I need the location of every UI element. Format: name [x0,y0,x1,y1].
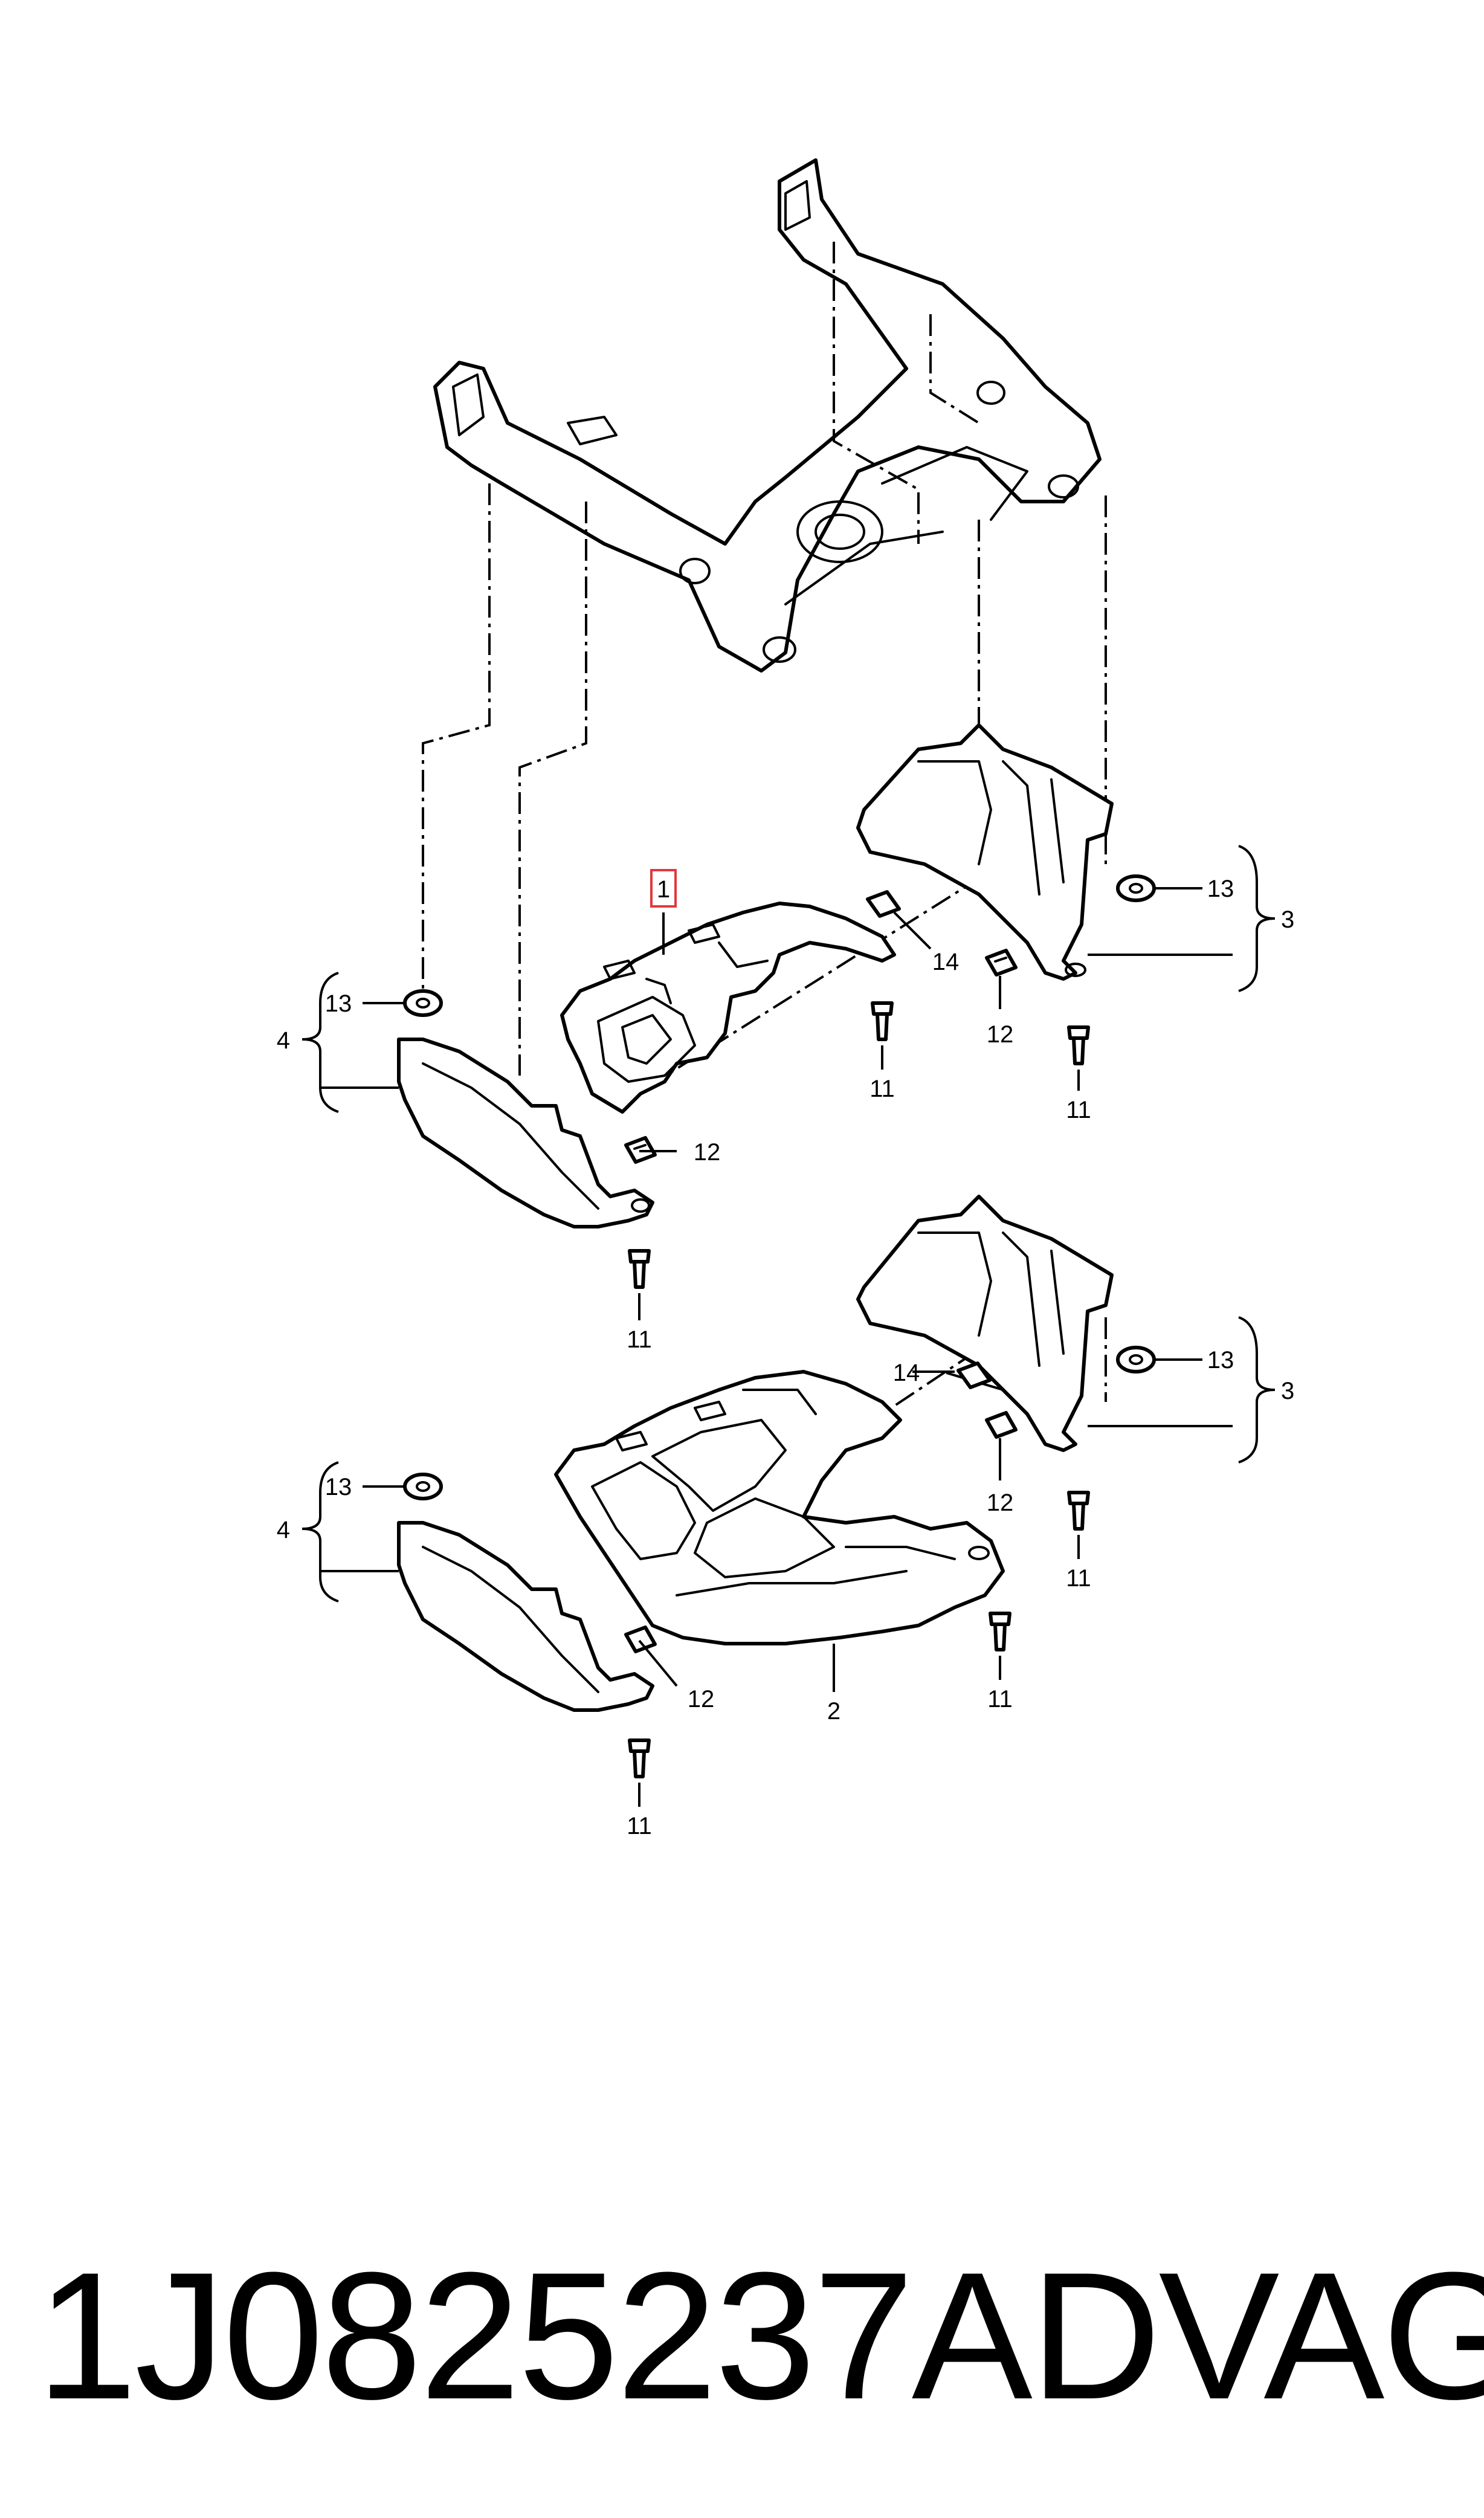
part-4-upper-side-deflector [397,1038,654,1228]
callout-3: 3 [1281,1378,1294,1404]
callout-11: 11 [627,1813,652,1839]
callout-1: 1 [657,876,670,903]
callout-14: 14 [893,1360,920,1386]
nut-14-icon [866,890,901,918]
bolt-11-icon [628,1249,651,1289]
callout-13: 13 [1207,876,1234,902]
callout-11: 11 [627,1326,652,1353]
callout-2: 2 [827,1698,840,1725]
bolt-11-icon [871,1001,894,1041]
part-4-lower-side-deflector [397,1521,654,1712]
callout-11: 11 [869,1076,895,1102]
clip-12-icon [985,949,1018,977]
nut-14-icon [957,1361,992,1389]
callout-12: 12 [987,1021,1014,1048]
callout-4: 4 [277,1027,290,1054]
callout-13: 13 [1207,1347,1234,1374]
clip-12-icon [985,1411,1018,1439]
callout-11: 11 [1066,1097,1091,1123]
callout-4: 4 [277,1517,290,1543]
part-code: 1J0825237AD [36,2234,1161,2437]
callout-12: 12 [987,1490,1014,1516]
brand-name: VAG [1158,2234,1484,2437]
callout-11: 11 [1066,1565,1091,1592]
callout-12: 12 [694,1139,721,1166]
part-2-lower-full-cover [554,1370,1005,1645]
bolt-11-icon [628,1738,651,1778]
fasteners-lower [403,1346,1156,1778]
callout-3: 3 [1281,906,1294,933]
part-1-upper-front-cover [560,902,896,1114]
part-3-upper-side-panel [856,723,1114,981]
bolt-11-icon [1067,1491,1090,1531]
callout-11: 11 [987,1686,1013,1713]
callout-13: 13 [325,1474,352,1500]
bolt-11-icon [1067,1025,1090,1065]
callout-14: 14 [932,949,960,975]
caption-bar: 1J0825237AD VAG [36,2234,1484,2437]
subframe [433,158,1102,673]
clip-12-icon [624,1625,657,1653]
bolt-11-icon [989,1612,1011,1651]
callout-labels: 1 14 12 11 11 12 11 13 3 13 4 14 12 11 1… [277,876,1295,1839]
washer-13-icon [403,874,1156,1017]
part-3-lower-side-panel [856,1195,1114,1452]
leader-lines [302,845,1276,1807]
callout-12: 12 [688,1686,715,1713]
washer-13-icon [403,1346,1156,1500]
highlight-box [650,869,677,908]
callout-13: 13 [325,990,352,1017]
